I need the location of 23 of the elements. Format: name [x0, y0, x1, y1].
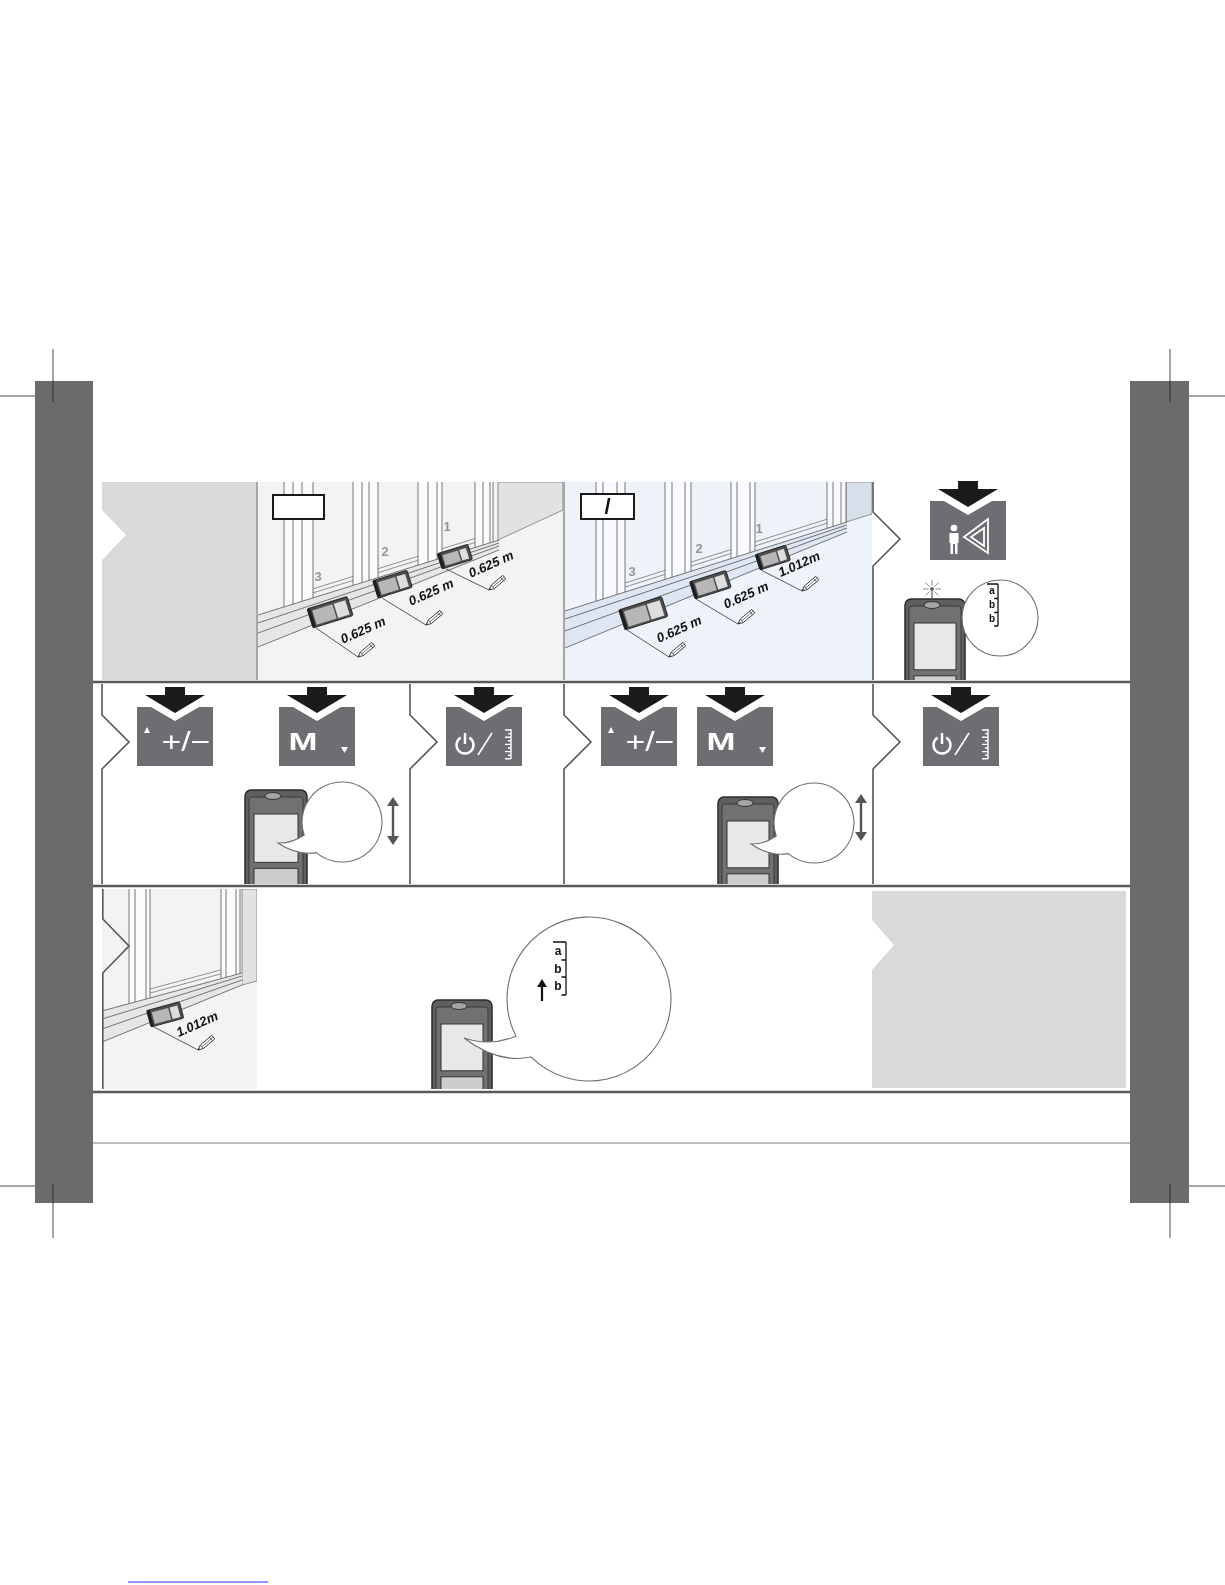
- key-label: M: [288, 730, 318, 754]
- key-label: +/−: [625, 728, 675, 756]
- position-number: 1: [443, 519, 451, 533]
- position-number: 2: [381, 544, 389, 558]
- marker-box: [272, 494, 325, 520]
- measurement-label: 0.625 m: [721, 579, 771, 611]
- display-letter: b: [988, 614, 996, 624]
- measurement-label: 0.625 m: [654, 613, 704, 645]
- display-letter: a: [554, 945, 562, 957]
- position-number: 1: [755, 521, 763, 535]
- display-letter: b: [554, 962, 562, 975]
- measurement-label: 0.625 m: [338, 614, 388, 646]
- position-number: 2: [695, 541, 703, 555]
- marker-box: /: [580, 493, 635, 520]
- display-letter: b: [988, 600, 996, 610]
- display-letter: a: [989, 586, 995, 596]
- measurement-label: 0.625 m: [466, 548, 516, 580]
- key-label: M: [706, 730, 736, 754]
- key-label: +/−: [161, 728, 211, 756]
- display-letter: b: [554, 980, 562, 992]
- position-number: 3: [628, 564, 636, 578]
- position-number: 3: [314, 569, 322, 583]
- measurement-label: 0.625 m: [406, 576, 456, 608]
